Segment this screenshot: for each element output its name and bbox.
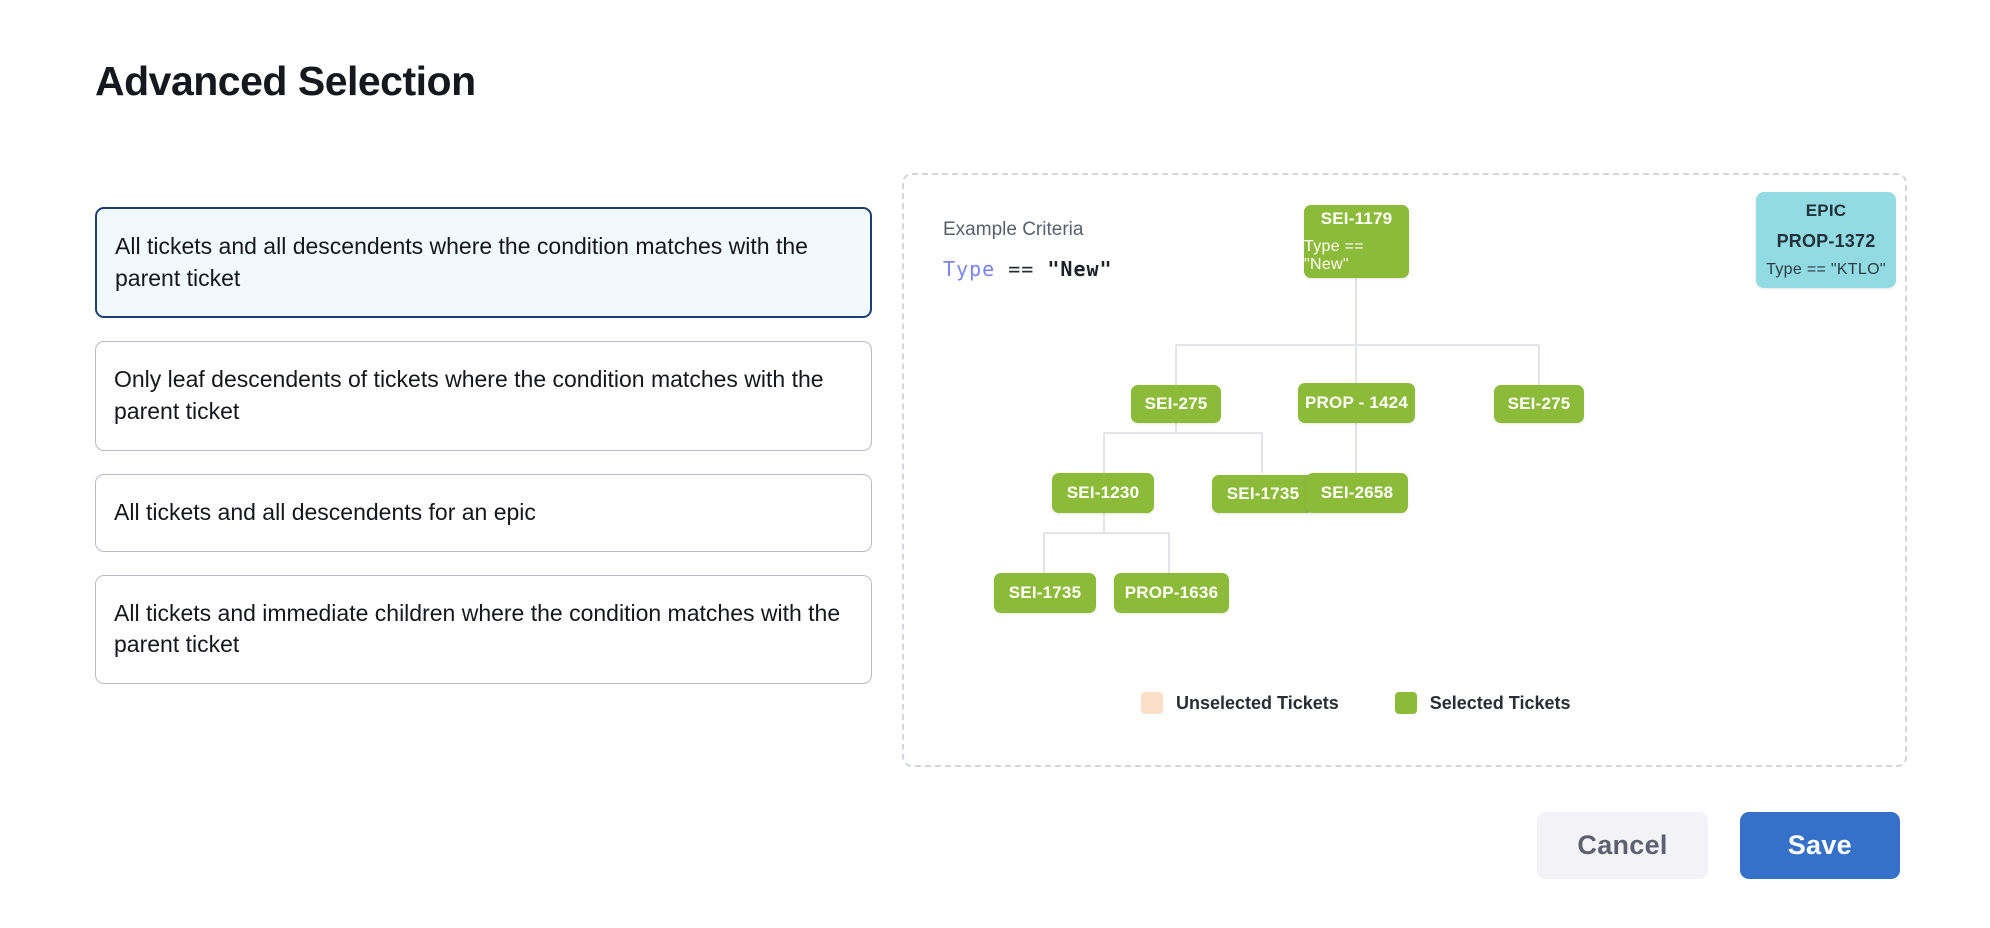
option-label: All tickets and all descendents where th… xyxy=(115,233,808,291)
criteria-value: "New" xyxy=(1047,257,1113,281)
legend-label: Unselected Tickets xyxy=(1176,692,1339,713)
node-subtitle: Type == "New" xyxy=(1304,238,1364,273)
option-card-all-descendents-condition[interactable]: All tickets and all descendents where th… xyxy=(95,207,872,319)
node-subtitle: Type == "KTLO" xyxy=(1766,261,1886,278)
criteria-field: Type xyxy=(943,257,996,281)
legend-label: Selected Tickets xyxy=(1429,692,1571,713)
tree-node-epic-prop-1372[interactable]: EPIC PROP-1372 Type == "KTLO" xyxy=(1756,192,1896,288)
tree-node-sei-275-left[interactable]: SEI-275 xyxy=(1131,385,1221,423)
criteria-expression: Type == "New" xyxy=(943,257,1113,281)
option-card-leaf-descendents-condition[interactable]: Only leaf descendents of tickets where t… xyxy=(95,341,872,451)
diagram-legend: Unselected Tickets Selected Tickets xyxy=(1141,692,1571,714)
ticket-tree: SEI-1179 Type == "New" EPIC PROP-1372 Ty… xyxy=(904,175,1909,769)
node-title: SEI-275 xyxy=(1507,394,1571,413)
legend-item-unselected: Unselected Tickets xyxy=(1141,692,1339,714)
option-card-immediate-children-condition[interactable]: All tickets and immediate children where… xyxy=(95,574,872,685)
legend-item-selected: Selected Tickets xyxy=(1394,692,1571,714)
tree-node-sei-1735-leaf[interactable]: SEI-1735 xyxy=(994,573,1096,613)
node-title: SEI-1179 xyxy=(1320,209,1393,228)
save-button[interactable]: Save xyxy=(1739,812,1900,879)
tree-node-prop-1424[interactable]: PROP - 1424 xyxy=(1298,383,1415,423)
option-label: All tickets and immediate children where… xyxy=(114,599,841,658)
tree-node-sei-1230[interactable]: SEI-1230 xyxy=(1052,473,1154,513)
node-title: SEI-2658 xyxy=(1320,483,1394,502)
node-title: PROP-1372 xyxy=(1776,231,1876,251)
node-title: SEI-1735 xyxy=(1008,583,1082,602)
tree-node-sei-1735-mid[interactable]: SEI-1735 xyxy=(1212,475,1314,513)
tree-node-sei-275-right[interactable]: SEI-275 xyxy=(1494,385,1584,423)
option-card-all-descendents-epic[interactable]: All tickets and all descendents for an e… xyxy=(95,473,872,552)
tree-node-prop-1636[interactable]: PROP-1636 xyxy=(1114,573,1229,613)
tree-node-sei-1179[interactable]: SEI-1179 Type == "New" xyxy=(1304,205,1409,278)
criteria-label: Example Criteria xyxy=(943,219,1084,240)
criteria-operator: == xyxy=(1008,257,1035,281)
node-kind: EPIC xyxy=(1805,201,1847,220)
dialog-footer: Cancel Save xyxy=(1537,812,1900,879)
option-list: All tickets and all descendents where th… xyxy=(95,207,872,707)
legend-swatch-selected xyxy=(1394,692,1417,714)
legend-swatch-unselected xyxy=(1141,692,1163,714)
option-label: All tickets and all descendents for an e… xyxy=(114,498,536,525)
node-title: PROP - 1424 xyxy=(1305,393,1408,412)
tree-node-sei-2658[interactable]: SEI-2658 xyxy=(1306,473,1408,513)
option-label: Only leaf descendents of tickets where t… xyxy=(114,366,824,425)
node-title: SEI-275 xyxy=(1144,394,1208,413)
example-diagram-panel: Example Criteria Type == "New" xyxy=(902,173,1907,767)
page-title: Advanced Selection xyxy=(95,58,476,104)
node-title: SEI-1230 xyxy=(1066,483,1140,502)
node-title: SEI-1735 xyxy=(1226,484,1300,503)
cancel-button[interactable]: Cancel xyxy=(1537,812,1708,879)
node-title: PROP-1636 xyxy=(1124,583,1219,602)
